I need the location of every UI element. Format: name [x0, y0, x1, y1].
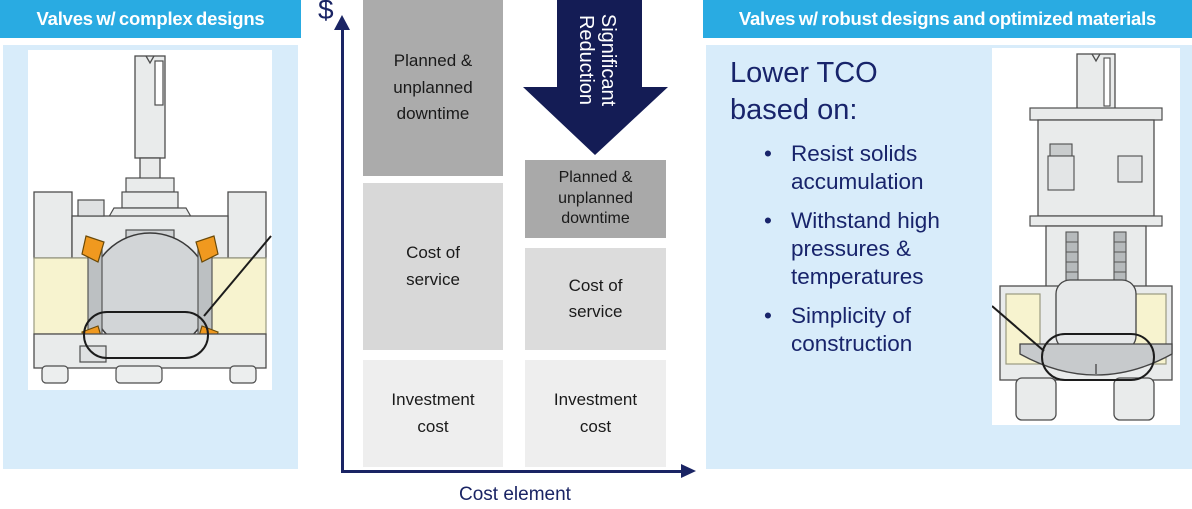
bar-label: Investment cost [553, 390, 638, 436]
left-valve-diagram [28, 50, 272, 390]
plug [1055, 279, 1137, 351]
x-axis-label: Cost element [459, 484, 571, 505]
seat-top-left [81, 235, 105, 263]
bar-label: Cost of service [568, 275, 623, 321]
bullet-icon: • [764, 303, 772, 328]
y-axis-arrowhead [334, 15, 350, 30]
bullet-text: Simplicity of construction [791, 303, 913, 356]
bullet-icon: • [764, 141, 772, 166]
foot [115, 365, 163, 384]
stem-notch [1091, 53, 1101, 63]
bullet-item: • Simplicity of construction [762, 302, 990, 358]
foot [1113, 377, 1155, 421]
right-bore [203, 257, 267, 335]
stem-key-slot [154, 60, 164, 106]
complex-valve-cross-section-drawing [33, 55, 272, 384]
bullet-icon: • [764, 208, 772, 233]
arrow-label-line1: Significant [597, 13, 619, 107]
arrow-label-line2: Reduction [575, 14, 597, 106]
significant-reduction-arrow [523, 0, 668, 155]
bar-left-service: Cost of service [363, 183, 503, 350]
foot [229, 365, 257, 384]
callout-leader-line [992, 305, 1045, 352]
callout-oval [83, 311, 209, 359]
x-axis-line [341, 470, 683, 473]
y-axis-dollar-label: $ [318, 0, 334, 25]
y-axis-line [341, 29, 344, 472]
lower-tco-title: Lower TCO based on: [730, 57, 878, 126]
left-flange [33, 191, 73, 259]
bullet-list: • Resist solids accumulation • Withstand… [762, 140, 990, 369]
callout-oval [1041, 333, 1155, 381]
right-panel-header: Valves w/ robust designs and optimized m… [703, 0, 1192, 38]
right-flange [227, 191, 267, 259]
bullet-item: • Resist solids accumulation [762, 140, 990, 196]
x-axis-arrowhead [681, 464, 696, 478]
stem-key-slot [1103, 57, 1111, 107]
top-plate [1029, 107, 1163, 121]
bar-right-downtime: Planned & unplanned downtime [525, 160, 666, 238]
right-valve-diagram [992, 48, 1180, 425]
seat-top-right [195, 235, 219, 263]
bar-label: Planned & unplanned downtime [393, 51, 473, 124]
bullet-text: Withstand high pressures & temperatures [791, 208, 940, 289]
bolt [77, 199, 105, 217]
bullet-text: Resist solids accumulation [791, 141, 924, 194]
bar-left-investment: Investment cost [363, 360, 503, 467]
mid-flange [1029, 215, 1163, 227]
callout-leader-line [203, 235, 272, 317]
bar-label: Cost of service [406, 243, 460, 289]
right-panel: Lower TCO based on: • Resist solids accu… [706, 45, 1192, 469]
bar-label: Investment cost [391, 390, 475, 436]
ball-dome [1019, 343, 1173, 376]
foot [1015, 377, 1057, 421]
left-panel [3, 45, 298, 469]
significant-reduction-label: Significant Reduction [575, 14, 619, 106]
left-panel-header: Valves w/ complex designs [0, 0, 301, 38]
bullet-item: • Withstand high pressures & temperature… [762, 207, 990, 291]
foot [41, 365, 69, 384]
right-panel-header-text: Valves w/ robust designs and optimized m… [738, 8, 1157, 29]
left-panel-header-text: Valves w/ complex designs [36, 8, 265, 29]
bar-left-downtime: Planned & unplanned downtime [363, 0, 503, 176]
robust-valve-cross-section-drawing [992, 53, 1173, 421]
stem-notch [145, 55, 155, 65]
bar-right-service: Cost of service [525, 248, 666, 350]
bar-right-investment: Investment cost [525, 360, 666, 467]
bar-label: Planned & unplanned downtime [558, 168, 633, 228]
